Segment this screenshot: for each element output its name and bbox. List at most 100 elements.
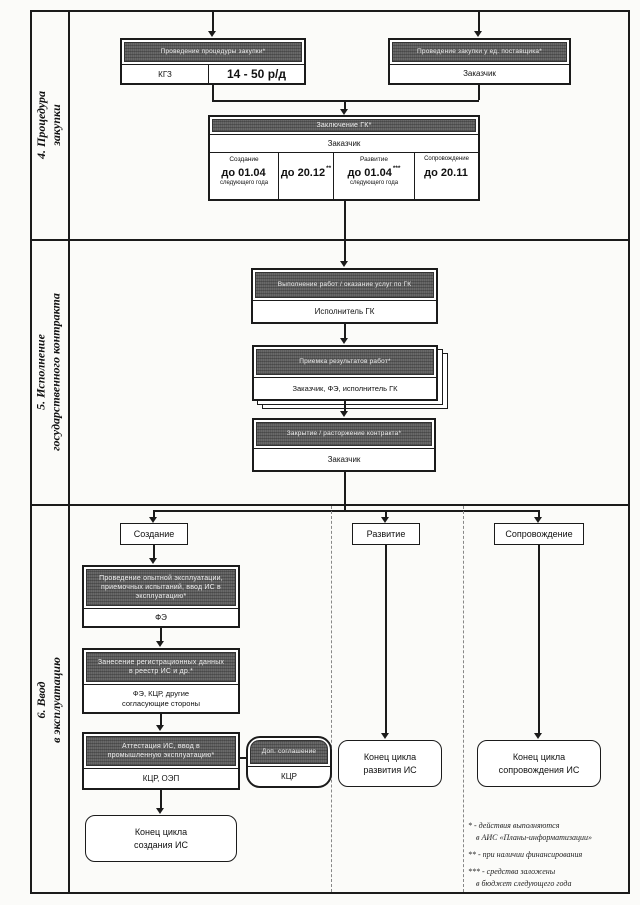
deadline-footnote-mark: *** [392,165,401,172]
registry-record-actor: ФЭ, КЦР, другие согласующие стороны [84,684,238,712]
diagram-frame [30,10,630,894]
connector-line [344,472,346,510]
footnote-3: *** - средства заложены [468,867,556,876]
lane-label-divider [68,11,70,893]
tender-duration: 14 - 50 р/д [208,65,304,83]
footnote-2: ** - при наличии финансирования [468,850,583,859]
arrowhead-icon [156,808,164,814]
deadline-label: Развитие [360,156,388,163]
connector-line [344,324,346,339]
connector-line [385,510,387,518]
arrowhead-icon [156,725,164,731]
arrowhead-icon [381,733,389,739]
deadline-date: до 01.04 [221,165,266,180]
connector-line [153,545,155,558]
connector-line [160,628,162,641]
registry-record-header: Занесение регистрационных данных в реест… [86,652,236,682]
branch-separator-dashed [331,506,332,892]
arrowhead-icon [340,261,348,267]
branch-support-label: Сопровождение [494,523,584,545]
attestation-box: Аттестация ИС, ввод в промышленную экспл… [82,732,240,790]
connector-line [478,11,480,32]
acceptance-header: Приемка результатов работ* [256,349,434,375]
arrowhead-icon [340,411,348,417]
lane-5-label-line2: государственного контракта [48,293,63,451]
lane-divider-5-6 [32,504,628,506]
attestation-actor: КЦР, ОЭП [84,768,238,788]
connector-line [212,11,214,32]
lane-4-label: 4. Процедура закупки [30,10,68,240]
tender-procedure-header: Проведение процедуры закупки* [124,42,302,62]
lane-4-label-line1: 4. Процедура [34,91,48,159]
footnote-1: * - действия выполняются [468,821,560,830]
lane-6-label-line2: в эксплуатацию [49,657,63,743]
arrowhead-icon [534,733,542,739]
single-source-header: Проведение закупки у ед. поставщика* [392,42,567,62]
deadline-date-value: до 01.04 [221,166,266,179]
single-source-actor: Заказчик [390,64,569,83]
trial-operation-header: Проведение опытной эксплуатации, приемоч… [86,569,236,606]
footnote-3b: в бюджет следующего года [476,879,572,888]
deadline-date: до 20.11 [424,165,469,180]
connector-line [385,545,387,733]
end-develop-cycle: Конец цикла развития ИС [338,740,442,787]
connector-line [478,85,480,100]
contract-deadlines-row: Создание до 01.04 следующего года до 20.… [210,152,478,199]
deadline-develop-a: до 20.12** [278,153,333,199]
contract-closing-header: Закрытие / расторжение контракта* [256,422,432,446]
connector-line [538,510,540,518]
contract-closing-actor: Заказчик [254,448,434,470]
arrowhead-icon [149,517,157,523]
trial-operation-actor: ФЭ [84,608,238,626]
end-support-cycle: Конец цикла сопровождения ИС [477,740,601,787]
connector-line [160,714,162,725]
connector-line [344,401,346,412]
deadline-support: Сопровождение до 20.11 [414,153,478,199]
arrowhead-icon [156,641,164,647]
attestation-header: Аттестация ИС, ввод в промышленную экспл… [86,736,236,766]
tender-actor: КГЗ [158,69,172,79]
connector-line [538,545,540,733]
deadline-label: Создание [229,156,259,163]
arrowhead-icon [381,517,389,523]
registry-record-box: Занесение регистрационных данных в реест… [82,648,240,714]
contract-header: Заключение ГК* [212,119,476,132]
work-execution-actor: Исполнитель ГК [253,300,436,322]
arrowhead-icon [340,109,348,115]
connector-line [212,85,214,100]
connector-line [344,100,346,110]
lane-5-label: 5. Исполнение государственного контракта [30,240,68,505]
deadline-date: до 01.04*** [348,165,401,180]
lane-4-label-line2: закупки [49,104,63,146]
acceptance-box: Приемка результатов работ* Заказчик, ФЭ,… [252,345,438,401]
footnotes: * - действия выполняются в АИС «Планы-ин… [468,820,628,890]
work-execution-header: Выполнение работ / оказание услуг по ГК [255,272,434,298]
deadline-create: Создание до 01.04 следующего года [210,153,278,199]
tender-procedure-box: Проведение процедуры закупки* КГЗ 14 - 5… [120,38,306,85]
lane-divider-4-5 [32,239,628,241]
branch-create-label: Создание [120,523,188,545]
footnote-1b: в АИС «Планы-информатизации» [476,833,593,842]
acceptance-actor: Заказчик, ФЭ, исполнитель ГК [254,377,436,399]
trial-operation-box: Проведение опытной эксплуатации, приемоч… [82,565,240,628]
contract-closing-box: Закрытие / расторжение контракта* Заказч… [252,418,436,472]
arrowhead-icon [474,31,482,37]
deadline-label: Сопровождение [424,156,469,162]
deadline-note: следующего года [219,180,269,186]
arrowhead-icon [149,558,157,564]
supplementary-agreement-header: Доп. соглашение [250,740,328,764]
deadline-date: до 20.12** [281,165,331,180]
supplementary-agreement-box: Доп. соглашение КЦР [246,736,332,788]
connector-line [153,510,155,518]
connector-line [153,510,539,512]
deadline-date-value: до 01.04 [347,166,392,179]
branch-develop-label: Развитие [352,523,420,545]
supplementary-agreement-actor: КЦР [248,766,330,786]
connector-line [212,100,479,102]
lane-6-label-line1: 6. Ввод [34,681,48,719]
connector-line [344,201,346,261]
arrowhead-icon [340,338,348,344]
end-create-cycle: Конец цикла создания ИС [85,815,237,862]
deadline-date-value: до 20.12 [280,166,326,179]
